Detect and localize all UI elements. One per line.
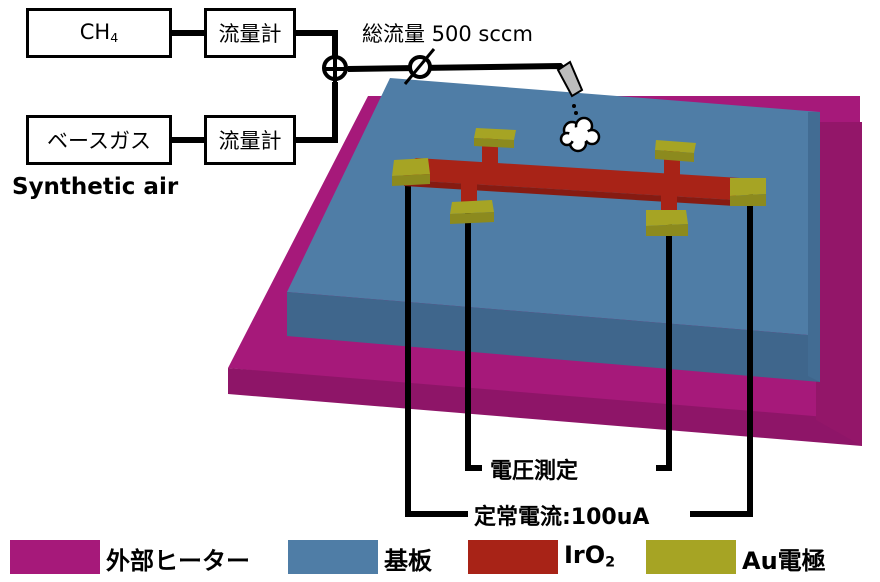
- iro2-main-line-side: [404, 180, 735, 206]
- au-pad: [655, 140, 696, 162]
- iro2-arm-bottom-left: [461, 178, 477, 206]
- iro2-pattern: [402, 138, 740, 216]
- heater-front-face: [228, 368, 862, 446]
- mixing-valve: [322, 52, 348, 84]
- au-pad: [450, 200, 494, 224]
- total-flow-label: 総流量 500 sccm: [362, 22, 533, 46]
- flow-meter-top-box: 流量計: [204, 8, 296, 58]
- gas-line-flowmeter-bottom: [296, 82, 338, 143]
- gas-line-flowmeter-top: [296, 30, 338, 56]
- current-wire-left: [405, 172, 468, 517]
- ch4-label: CH4: [79, 20, 119, 46]
- substrate-front-face: [287, 292, 820, 382]
- legend-swatch-heater: [10, 540, 100, 574]
- gas-line-main: [347, 62, 569, 75]
- voltage-measurement-label: 電圧測定: [484, 453, 585, 485]
- constant-current-label: 定常電流:100uA: [468, 499, 656, 531]
- au-pad: [474, 128, 516, 148]
- substrate-right-face: [808, 112, 820, 382]
- heater-right-face: [816, 122, 862, 446]
- gas-nozzle: [556, 60, 584, 115]
- flow-meter-top-label: 流量計: [218, 22, 282, 46]
- voltage-wire-right: [656, 222, 672, 471]
- voltage-wire-left: [465, 210, 482, 471]
- current-wire-right: [690, 188, 753, 517]
- flow-meter-bottom-label: 流量計: [218, 129, 282, 153]
- base-gas-box: ベースガス: [26, 115, 172, 165]
- au-pad: [646, 210, 688, 236]
- iro2-arm-bottom-right: [661, 190, 677, 216]
- measurement-wires: [405, 172, 753, 517]
- iro2-arm-top-left: [482, 138, 498, 176]
- au-electrodes: [392, 128, 766, 236]
- gas-cloud-icon: [559, 116, 601, 153]
- legend-label-substrate: 基板: [384, 547, 432, 575]
- au-pad: [730, 178, 766, 206]
- legend-swatch-iro2: [468, 540, 558, 574]
- au-pad: [392, 158, 430, 186]
- legend-label-heater: 外部ヒーター: [106, 547, 250, 575]
- legend-swatch-au: [646, 540, 736, 574]
- legend-label-iro2: IrO2: [564, 541, 616, 571]
- legend-swatch-substrate: [288, 540, 378, 574]
- synthetic-air-label: Synthetic air: [12, 174, 179, 200]
- legend-label-au: Au電極: [742, 547, 826, 575]
- flow-meter-bottom-box: 流量計: [204, 115, 296, 165]
- ch4-source-box: CH4: [26, 8, 172, 58]
- flow-valve: [403, 48, 436, 85]
- base-gas-label: ベースガス: [47, 129, 151, 153]
